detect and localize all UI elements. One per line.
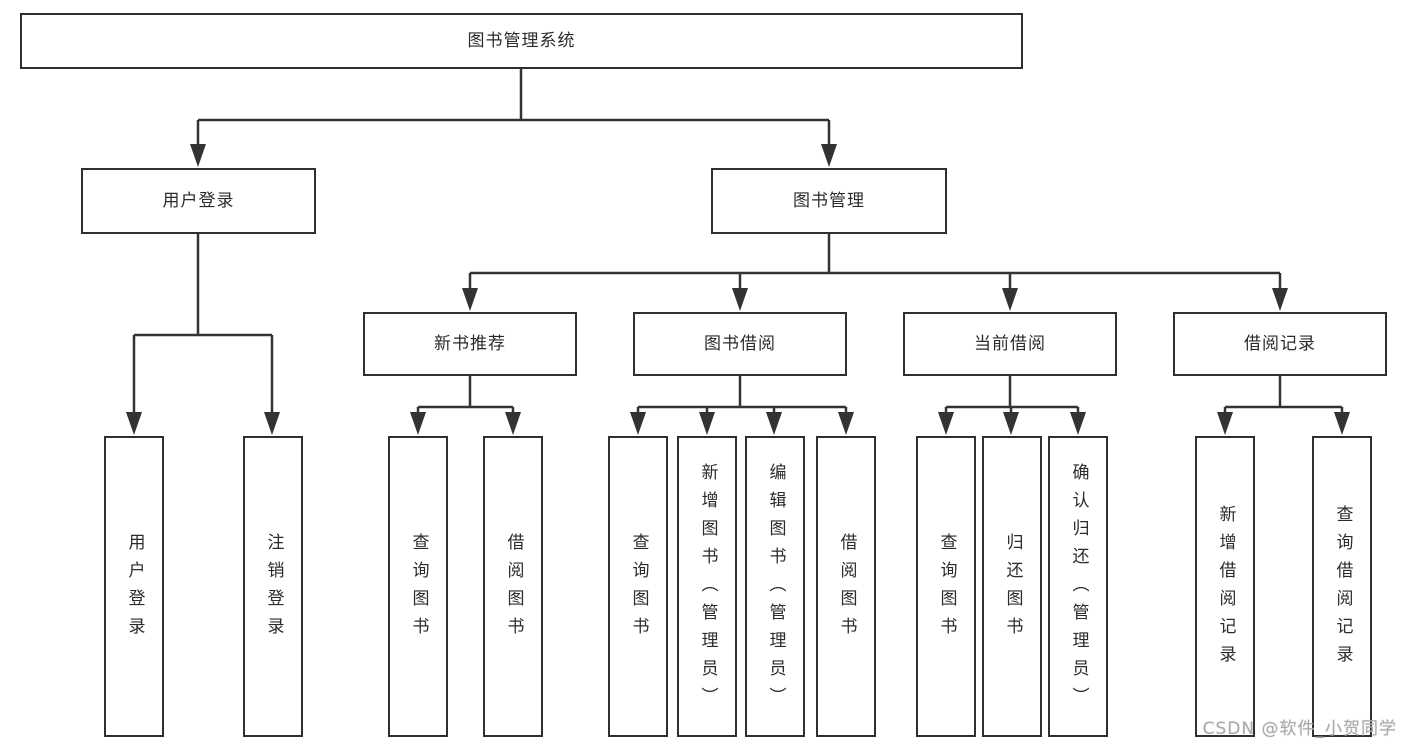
leaf-recommend-borrow-books: 借阅图书 [483,436,543,737]
leaf-query-borrow-record: 查询借阅记录 [1312,436,1372,737]
leaf-recommend-borrow-books-label: 借阅图书 [503,532,524,645]
leaf-edit-books-admin: 编辑图书（管理员） [745,436,805,737]
leaf-user-login-label: 用户登录 [124,532,145,645]
leaf-recommend-query-books-label: 查询图书 [408,532,429,645]
node-book-management-label: 图书管理 [793,190,865,211]
arrowheads [126,144,1350,435]
node-new-book-recommend: 新书推荐 [363,312,577,376]
node-book-borrow-label: 图书借阅 [704,333,776,354]
node-new-book-recommend-label: 新书推荐 [434,333,506,354]
leaf-add-books-admin-label: 新增图书（管理员） [697,462,718,715]
node-root: 图书管理系统 [20,13,1023,69]
leaf-current-query-books: 查询图书 [916,436,976,737]
leaf-confirm-return-admin: 确认归还（管理员） [1048,436,1108,737]
leaf-borrow-books-label: 借阅图书 [836,532,857,645]
leaf-logout: 注销登录 [243,436,303,737]
leaf-add-books-admin: 新增图书（管理员） [677,436,737,737]
leaf-query-borrow-record-label: 查询借阅记录 [1332,504,1353,673]
node-book-management: 图书管理 [711,168,947,234]
node-borrow-records: 借阅记录 [1173,312,1387,376]
node-root-label: 图书管理系统 [467,30,576,51]
csdn-watermark: CSDN @软件_小贺同学 [1202,719,1397,739]
node-book-borrow: 图书借阅 [633,312,847,376]
leaf-recommend-query-books: 查询图书 [388,436,448,737]
leaf-return-books: 归还图书 [982,436,1042,737]
leaf-add-borrow-record-label: 新增借阅记录 [1215,504,1236,673]
leaf-borrow-books: 借阅图书 [816,436,876,737]
leaf-edit-books-admin-label: 编辑图书（管理员） [765,462,786,715]
leaf-confirm-return-admin-label: 确认归还（管理员） [1068,462,1089,715]
node-user-login: 用户登录 [81,168,316,234]
node-current-borrow: 当前借阅 [903,312,1117,376]
leaf-current-query-books-label: 查询图书 [936,532,957,645]
leaf-borrow-query-books: 查询图书 [608,436,668,737]
node-user-login-label: 用户登录 [162,190,235,211]
leaf-logout-label: 注销登录 [263,532,284,645]
leaf-user-login: 用户登录 [104,436,164,737]
node-current-borrow-label: 当前借阅 [974,333,1046,354]
leaf-add-borrow-record: 新增借阅记录 [1195,436,1255,737]
leaf-return-books-label: 归还图书 [1002,532,1023,645]
leaf-borrow-query-books-label: 查询图书 [628,532,649,645]
node-borrow-records-label: 借阅记录 [1244,333,1316,354]
